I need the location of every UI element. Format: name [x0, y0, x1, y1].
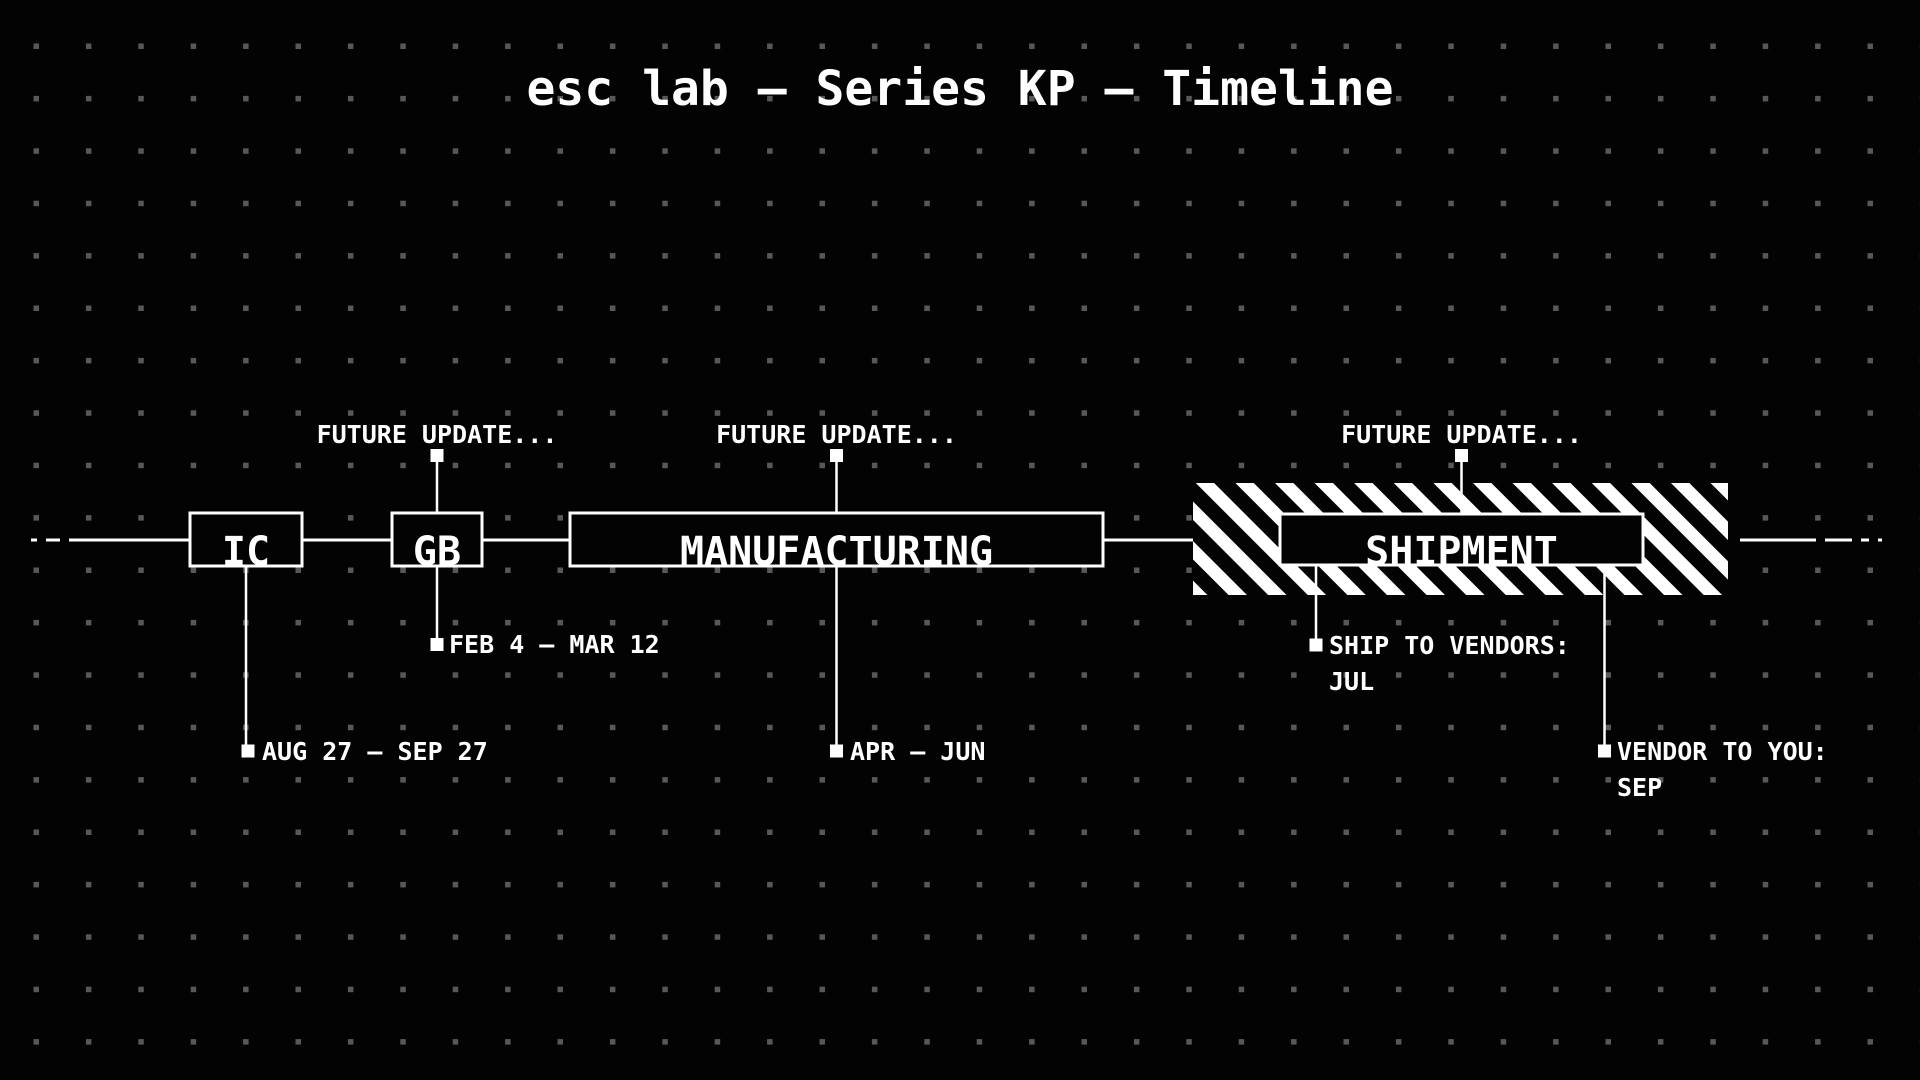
- stage-label: MANUFACTURING: [680, 529, 993, 575]
- future-update-label: FUTURE UPDATE...: [1341, 420, 1582, 449]
- date-label-line2: SEP: [1617, 773, 1662, 802]
- date-label-line2: JUL: [1329, 667, 1374, 696]
- future-update-callout-shipment: FUTURE UPDATE...: [1341, 420, 1582, 514]
- stage-box: [390, 511, 484, 568]
- future-update-label: FUTURE UPDATE...: [716, 420, 957, 449]
- date-callout-manufacturing: APR — JUN: [830, 566, 985, 766]
- future-update-callout-manufacturing: FUTURE UPDATE...: [716, 420, 957, 513]
- stage-gb: GB: [390, 511, 484, 575]
- page-title: esc lab — Series KP — Timeline: [527, 61, 1394, 117]
- connector-square: [1309, 638, 1323, 652]
- connector-square: [430, 638, 444, 651]
- date-label-line1: VENDOR TO YOU:: [1617, 737, 1828, 766]
- connector-square: [430, 449, 444, 462]
- connector-square: [241, 744, 255, 758]
- date-callout-gb: FEB 4 — MAR 12: [430, 566, 660, 659]
- stage-manufacturing: MANUFACTURING: [568, 511, 1105, 575]
- date-callout-ship-to-vendors: SHIP TO VENDORS: JUL: [1309, 566, 1570, 696]
- connector-square: [830, 744, 843, 758]
- stage-box: [568, 511, 1105, 568]
- connector-square: [1455, 449, 1468, 462]
- stage-label: IC: [222, 529, 270, 575]
- stage-box: [1278, 512, 1645, 567]
- date-callout-ic: AUG 27 — SEP 27: [241, 566, 488, 766]
- future-update-callout-gb: FUTURE UPDATE...: [317, 420, 558, 513]
- stage-shipment: SHIPMENT: [1278, 512, 1645, 575]
- date-label-line1: SHIP TO VENDORS:: [1329, 631, 1570, 660]
- date-callout-vendor-to-you: VENDOR TO YOU: SEP: [1598, 566, 1828, 802]
- date-label: APR — JUN: [850, 737, 985, 766]
- date-label: FEB 4 — MAR 12: [449, 630, 660, 659]
- connector-square: [830, 449, 843, 462]
- stage-label: SHIPMENT: [1365, 529, 1558, 575]
- date-label: AUG 27 — SEP 27: [262, 737, 488, 766]
- stage-box: [188, 511, 304, 568]
- connector-square: [1598, 744, 1611, 758]
- stage-ic: IC: [188, 511, 304, 575]
- future-update-label: FUTURE UPDATE...: [317, 420, 558, 449]
- stage-label: GB: [413, 529, 461, 575]
